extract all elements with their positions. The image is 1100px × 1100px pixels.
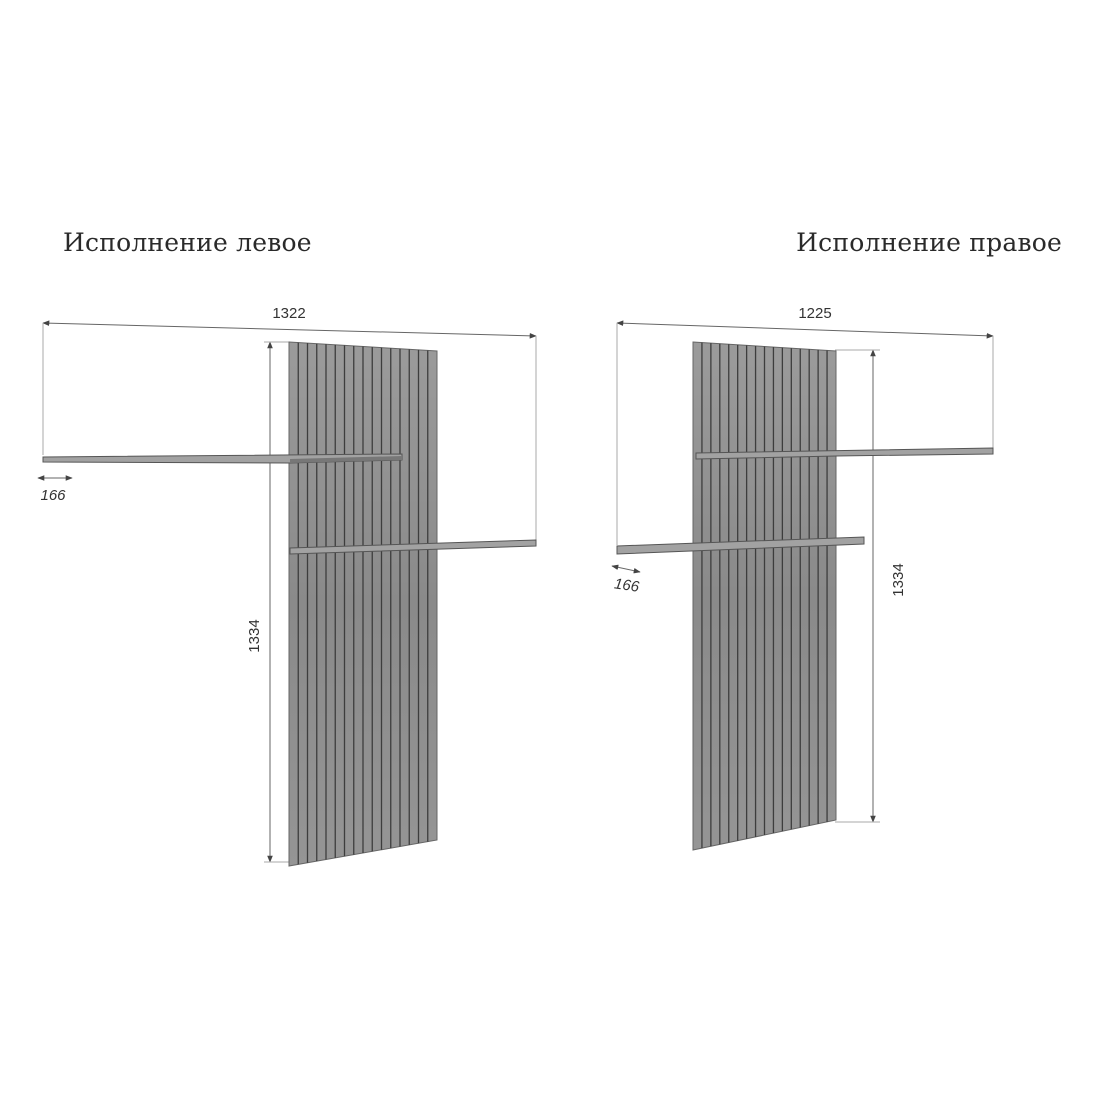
left-height-dimension	[264, 341, 290, 863]
right-width-label: 1225	[798, 305, 831, 322]
left-width-dimension	[42, 320, 537, 540]
right-width-dimension	[616, 320, 994, 545]
right-height-label: 1334	[890, 563, 907, 596]
right-depth-dimension	[611, 564, 641, 574]
right-slatted-panel	[692, 341, 837, 851]
left-variant-title: Исполнение левое	[63, 228, 312, 257]
left-depth-label: 166	[40, 487, 66, 504]
right-variant-title: Исполнение правое	[796, 228, 1062, 257]
right-variant-drawing: 1225 1334 166	[611, 305, 994, 851]
right-lower-shelf	[616, 536, 865, 555]
left-upper-shelf	[42, 453, 403, 464]
left-variant-drawing: 1322 1334 166	[37, 305, 537, 867]
left-width-label: 1322	[272, 305, 305, 322]
left-slatted-panel	[288, 341, 438, 867]
right-depth-label: 166	[613, 575, 641, 595]
left-height-label: 1334	[246, 619, 263, 652]
left-lower-shelf	[289, 539, 537, 555]
right-upper-shelf	[695, 447, 994, 460]
right-height-dimension	[835, 349, 880, 823]
